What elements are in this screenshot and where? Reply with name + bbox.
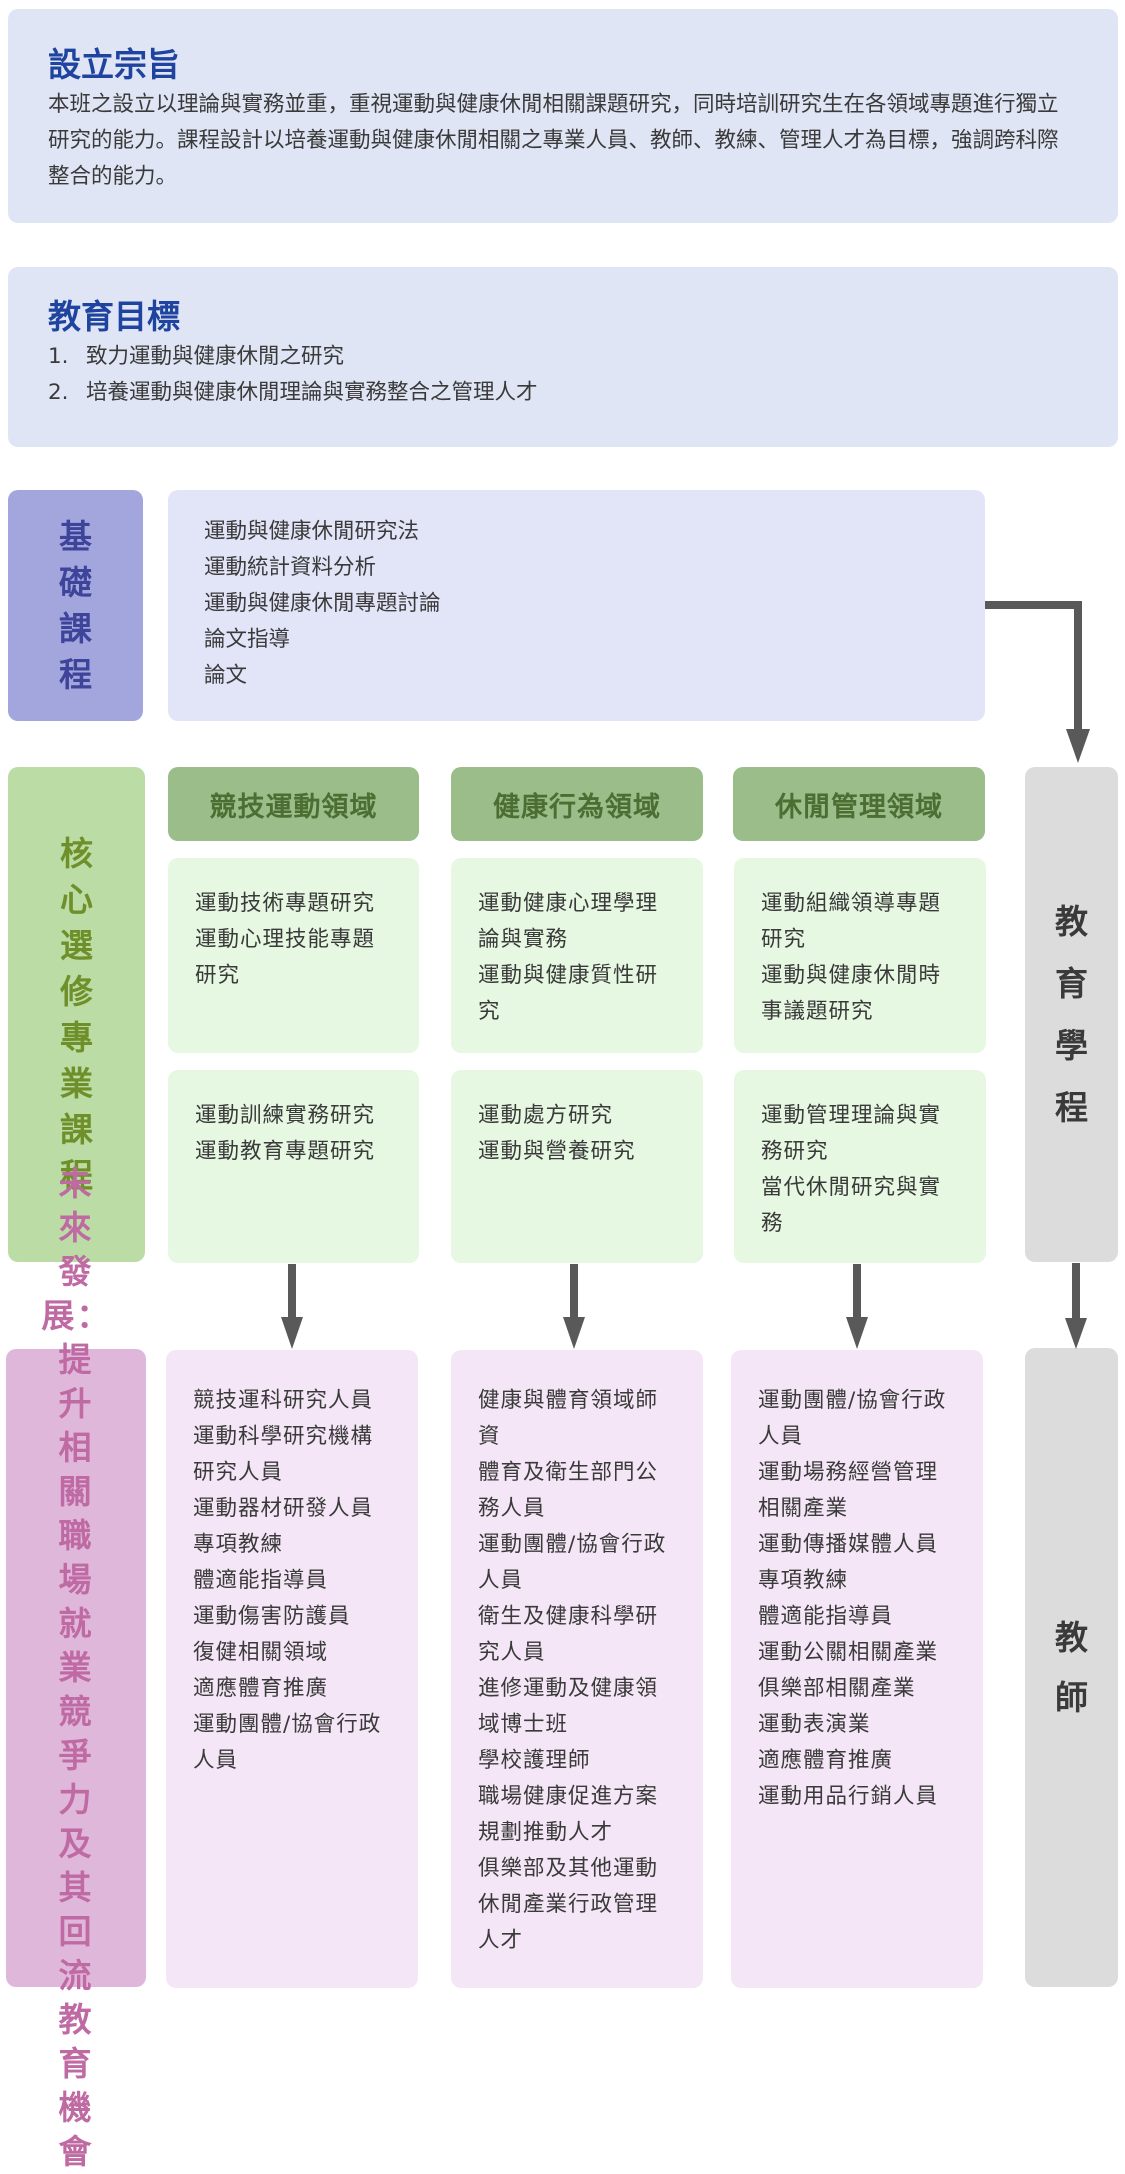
goal-text: 培養運動與健康休閒理論與實務整合之管理人才	[86, 380, 538, 405]
career-item: 運動團體/協會行政人員	[758, 1388, 947, 1449]
domain-header-text: 健康行為領域	[493, 791, 661, 823]
core-course-item: 運動技術專題研究	[195, 891, 376, 916]
career-item: 俱樂部相關產業	[758, 1676, 916, 1701]
career-item: 運動團體/協會行政人員	[193, 1712, 382, 1773]
career-item: 進修運動及健康領域博士班	[478, 1676, 659, 1737]
education-program-box: 教育學程	[1025, 767, 1118, 1262]
career-item: 運動團體/協會行政人員	[478, 1532, 667, 1593]
core-course-item: 運動組織領導專題研究	[761, 891, 942, 952]
purpose-text: 本班之設立以理論與實務並重，重視運動與健康休閒相關課題研究，同時培訓研究生在各領…	[48, 92, 1059, 189]
career-item: 運動用品行銷人員	[758, 1784, 939, 1809]
future-column-competitive: 競技運科研究人員 運動科學研究機構研究人員 運動器材研發人員 專項教練 體適能指…	[166, 1350, 418, 1988]
core-course-item: 當代休閒研究與實務	[761, 1175, 942, 1236]
career-item: 健康與體育領域師資	[478, 1388, 659, 1449]
career-item: 衛生及健康科學研究人員	[478, 1604, 659, 1665]
domain-header-text: 休閒管理領域	[775, 791, 943, 823]
arrow-education-program-to-teacher	[1065, 1263, 1087, 1349]
core-course-item: 運動心理技能專題研究	[195, 927, 376, 988]
career-item: 職場健康促進方案規劃推動人才	[478, 1784, 659, 1845]
core-courses-label-text: 核心選修專業課程	[60, 833, 93, 1195]
career-item: 專項教練	[193, 1532, 284, 1557]
core-cell-competitive-2: 運動訓練實務研究 運動教育專題研究	[168, 1070, 419, 1263]
basic-course-item: 運動統計資料分析	[204, 555, 377, 580]
core-course-item: 運動與健康質性研究	[478, 963, 659, 1024]
goal-text: 致力運動與健康休閒之研究	[86, 344, 345, 369]
core-courses-label: 核心選修專業課程	[8, 767, 145, 1262]
career-item: 運動場務經營管理相關產業	[758, 1460, 939, 1521]
goals-section: 教育目標 1. 致力運動與健康休閒之研究 2. 培養運動與健康休閒理論與實務整合…	[8, 267, 1118, 447]
core-course-item: 運動與健康休閒時事議題研究	[761, 963, 942, 1024]
future-development-label-text: 未來發展：提升相關職場就業競爭力及其回流教育機會	[41, 1164, 112, 2171]
domain-header-leisure: 休閒管理領域	[733, 767, 985, 841]
career-item: 運動科學研究機構研究人員	[193, 1424, 374, 1485]
career-item: 體適能指導員	[758, 1604, 894, 1629]
core-cell-health-2: 運動處方研究 運動與營養研究	[451, 1070, 703, 1263]
teacher-label: 教師	[1055, 1617, 1088, 1717]
goals-title: 教育目標	[48, 297, 180, 336]
career-item: 運動器材研發人員	[193, 1496, 374, 1521]
teacher-box: 教師	[1025, 1348, 1118, 1987]
career-item: 運動表演業	[758, 1712, 871, 1737]
future-column-health: 健康與體育領域師資 體育及衛生部門公務人員 運動團體/協會行政人員 衛生及健康科…	[451, 1350, 703, 1988]
goal-item: 1. 致力運動與健康休閒之研究	[48, 339, 1078, 375]
career-item: 專項教練	[758, 1568, 849, 1593]
career-item: 體適能指導員	[193, 1568, 329, 1593]
arrow-leisure-to-future	[846, 1264, 868, 1349]
core-course-item: 運動訓練實務研究	[195, 1103, 376, 1128]
core-course-item: 運動教育專題研究	[195, 1139, 376, 1164]
core-cell-competitive-1: 運動技術專題研究 運動心理技能專題研究	[168, 858, 419, 1053]
core-cell-leisure-2: 運動管理理論與實務研究 當代休閒研究與實務	[734, 1070, 986, 1263]
core-course-item: 運動處方研究	[478, 1103, 614, 1128]
arrow-competitive-to-future	[281, 1264, 303, 1349]
basic-courses-label-text: 基礎課程	[59, 516, 92, 694]
future-column-leisure: 運動團體/協會行政人員 運動場務經營管理相關產業 運動傳播媒體人員 專項教練 體…	[731, 1350, 983, 1988]
basic-course-item: 運動與健康休閒研究法	[204, 519, 420, 544]
career-item: 體育及衛生部門公務人員	[478, 1460, 659, 1521]
basic-courses-box: 運動與健康休閒研究法 運動統計資料分析 運動與健康休閒專題討論 論文指導 論文	[168, 490, 985, 721]
basic-course-item: 論文	[204, 663, 248, 688]
career-item: 復健相關領域	[193, 1640, 329, 1665]
goal-item: 2. 培養運動與健康休閒理論與實務整合之管理人才	[48, 375, 1078, 411]
career-item: 適應體育推廣	[758, 1748, 894, 1773]
goals-list: 1. 致力運動與健康休閒之研究 2. 培養運動與健康休閒理論與實務整合之管理人才	[48, 339, 1078, 411]
career-item: 適應體育推廣	[193, 1676, 329, 1701]
career-item: 競技運科研究人員	[193, 1388, 374, 1413]
career-item: 運動公關相關產業	[758, 1640, 939, 1665]
domain-header-health: 健康行為領域	[451, 767, 703, 841]
basic-course-item: 論文指導	[204, 627, 291, 652]
core-cell-health-1: 運動健康心理學理論與實務 運動與健康質性研究	[451, 858, 703, 1053]
core-course-item: 運動健康心理學理論與實務	[478, 891, 659, 952]
future-development-label: 未來發展：提升相關職場就業競爭力及其回流教育機會	[6, 1164, 146, 2171]
basic-courses-label: 基礎課程	[8, 490, 143, 721]
purpose-title: 設立宗旨	[48, 45, 180, 84]
core-course-item: 運動管理理論與實務研究	[761, 1103, 942, 1164]
education-program-label: 教育學程	[1055, 901, 1088, 1127]
basic-course-item: 運動與健康休閒專題討論	[204, 591, 441, 616]
arrow-basic-to-education-program	[985, 601, 1090, 763]
core-cell-leisure-1: 運動組織領導專題研究 運動與健康休閒時事議題研究	[734, 858, 986, 1053]
career-item: 運動傳播媒體人員	[758, 1532, 939, 1557]
domain-header-competitive: 競技運動領域	[168, 767, 419, 841]
domain-header-text: 競技運動領域	[209, 791, 378, 823]
core-course-item: 運動與營養研究	[478, 1139, 636, 1164]
purpose-section: 設立宗旨 本班之設立以理論與實務並重，重視運動與健康休閒相關課題研究，同時培訓研…	[8, 9, 1118, 223]
goal-number: 1.	[48, 344, 69, 369]
career-item: 運動傷害防護員	[193, 1604, 351, 1629]
arrow-health-to-future	[563, 1264, 585, 1349]
career-item: 學校護理師	[478, 1748, 591, 1773]
career-item: 俱樂部及其他運動休閒產業行政管理人才	[478, 1856, 659, 1953]
goal-number: 2.	[48, 380, 69, 405]
